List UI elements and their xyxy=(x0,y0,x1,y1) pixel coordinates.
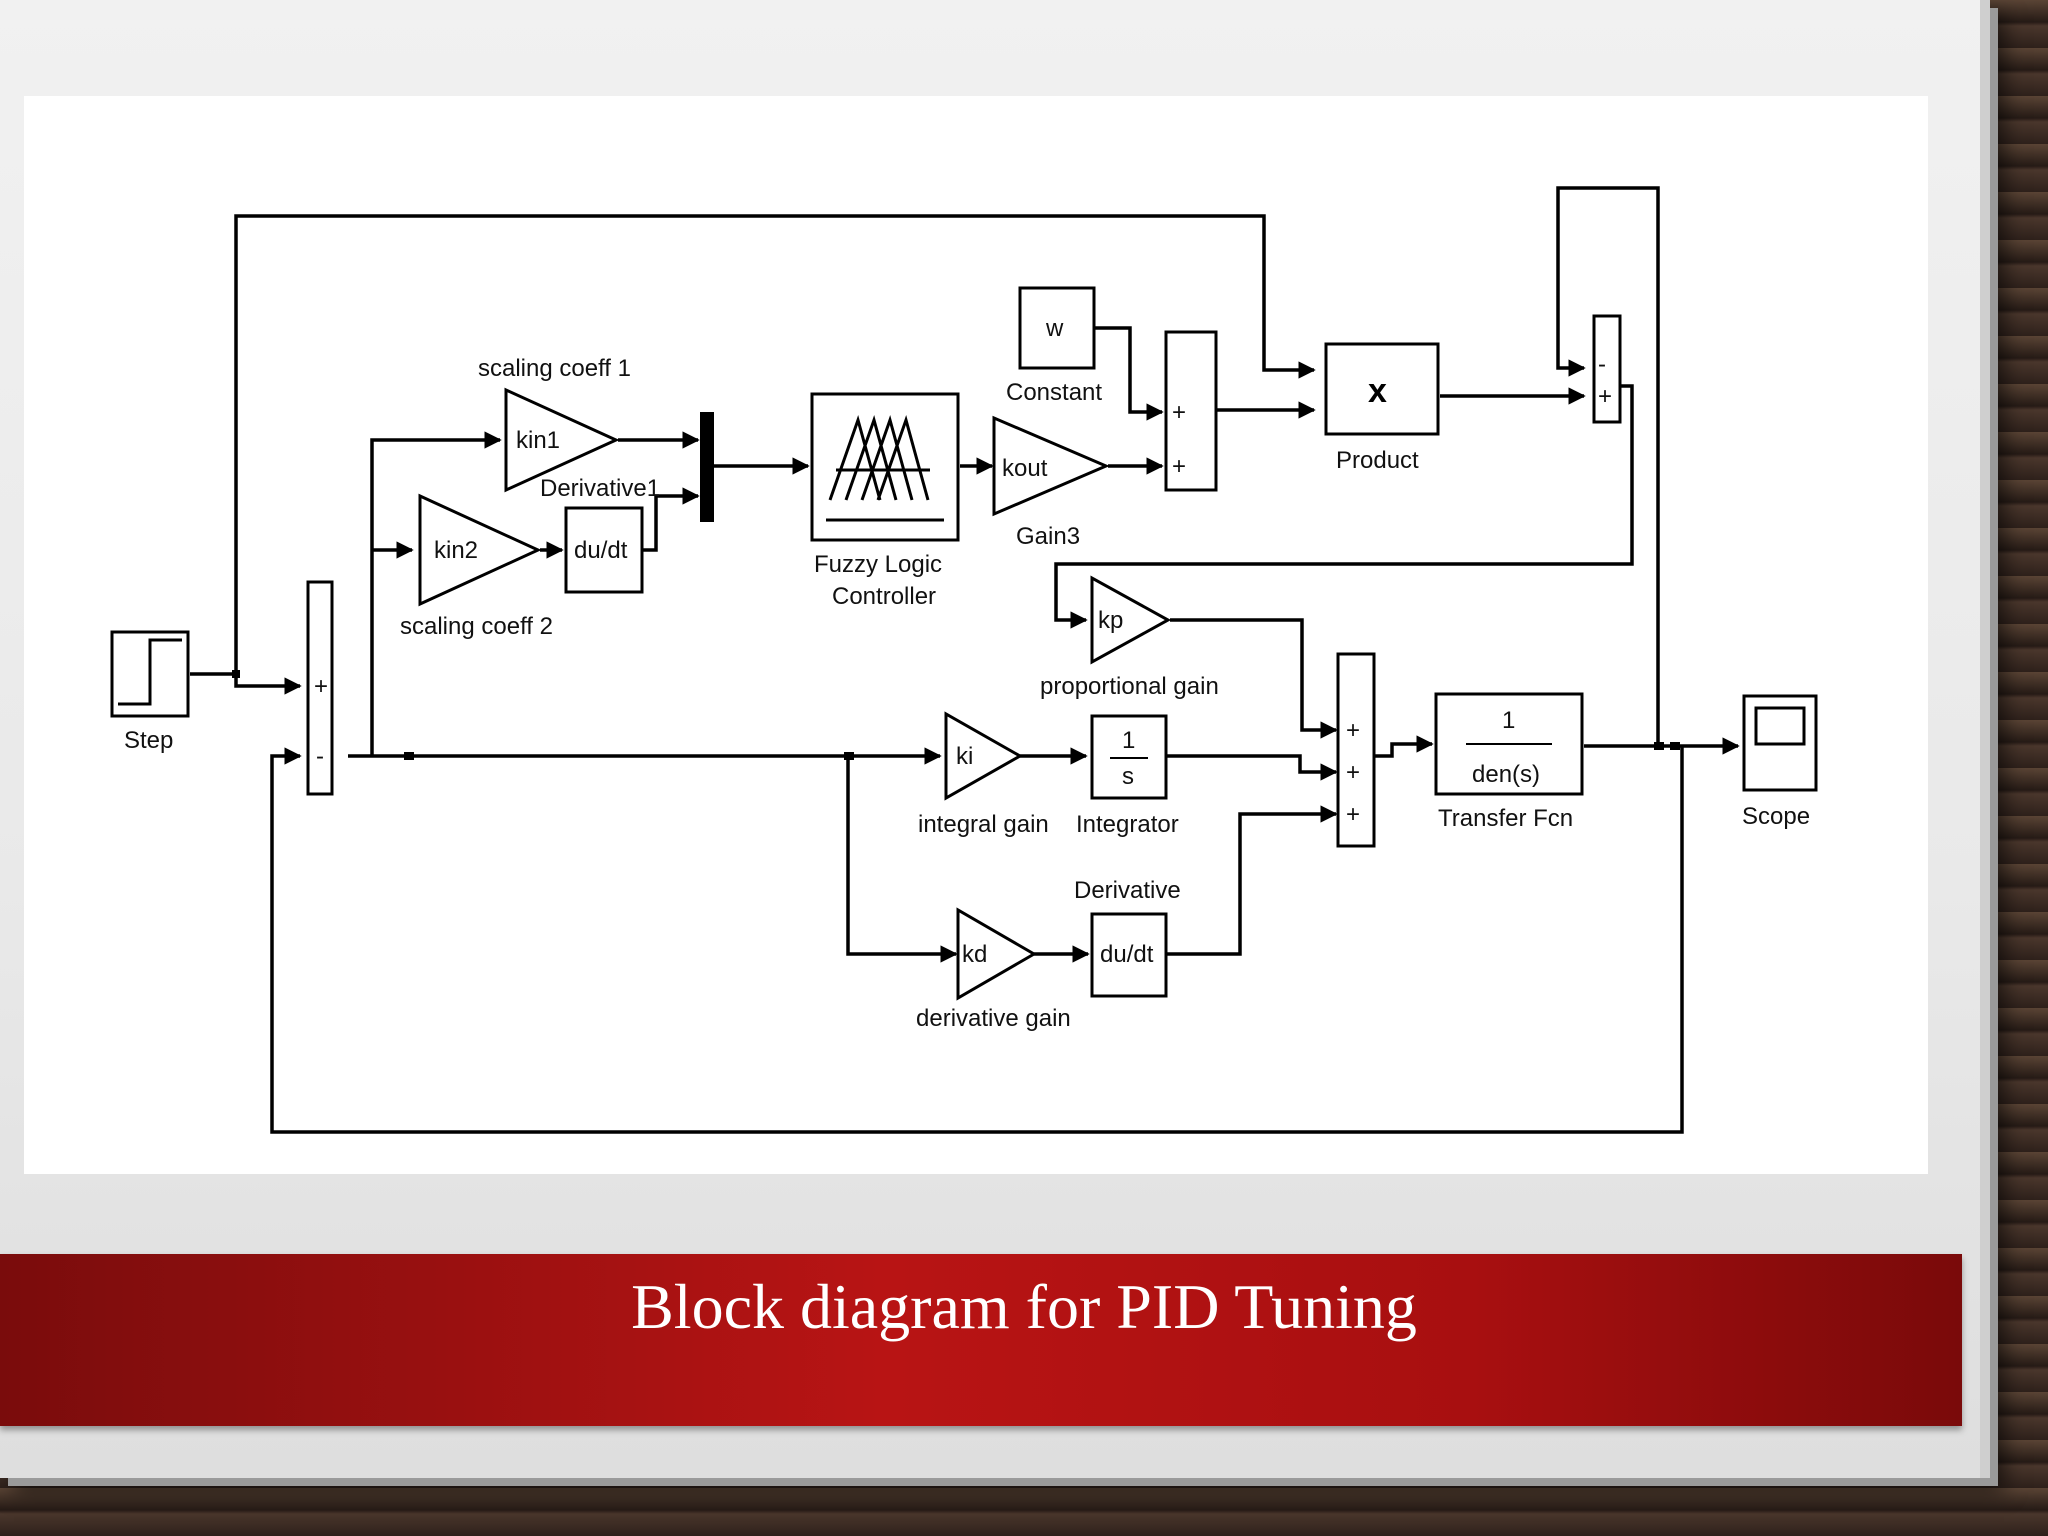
transfer-fcn-label: Transfer Fcn xyxy=(1438,805,1573,832)
fuzzy-label-line1: Fuzzy Logic xyxy=(814,551,942,578)
gain3-block[interactable] xyxy=(992,415,1110,517)
fuzzy-label-line2: Controller xyxy=(832,583,936,610)
transfer-fcn-denominator: den(s) xyxy=(1472,761,1540,788)
constant-label: Constant xyxy=(1006,379,1102,406)
sum1-plus: + xyxy=(314,673,328,700)
sum4-plus-1: + xyxy=(1346,717,1360,744)
derivative1-text: du/dt xyxy=(574,537,628,564)
kout-label: kout xyxy=(1002,455,1048,482)
step-label: Step xyxy=(124,727,173,754)
wires xyxy=(190,186,1740,1134)
kd-label: kd xyxy=(962,941,987,968)
sum4-plus-3: + xyxy=(1346,801,1360,828)
kin1-gain-block[interactable] xyxy=(504,387,620,493)
kd-gain-block[interactable] xyxy=(956,907,1037,1001)
derivative-label: Derivative xyxy=(1074,877,1181,904)
proportional-gain-label: proportional gain xyxy=(1040,673,1219,700)
derivative-text: du/dt xyxy=(1100,941,1154,968)
sum3-plus: + xyxy=(1598,383,1612,410)
integrator-label: Integrator xyxy=(1076,811,1179,838)
fuzzy-logic-controller-block[interactable] xyxy=(810,392,960,542)
transfer-fcn-block[interactable] xyxy=(1434,692,1584,796)
gain3-label: Gain3 xyxy=(1016,523,1080,550)
sum3-block[interactable] xyxy=(1592,314,1622,424)
derivative-block[interactable] xyxy=(1090,912,1168,998)
scope-screen-icon xyxy=(1754,706,1806,746)
scope-block[interactable] xyxy=(1742,694,1818,792)
kp-gain-block[interactable] xyxy=(1090,575,1172,665)
kin1-label: kin1 xyxy=(516,427,560,454)
kp-label: kp xyxy=(1098,607,1123,634)
sum2-block[interactable] xyxy=(1164,330,1218,492)
integrator-block[interactable] xyxy=(1090,714,1168,800)
slide-edge xyxy=(1980,0,1990,1478)
ki-label: ki xyxy=(956,743,973,770)
product-symbol: x xyxy=(1368,372,1387,410)
sum1-block[interactable] xyxy=(306,580,334,796)
slide-title: Block diagram for PID Tuning xyxy=(631,1271,1417,1342)
title-banner xyxy=(0,1254,1962,1426)
step-block[interactable] xyxy=(110,630,190,718)
sum2-plus-1: + xyxy=(1172,399,1186,426)
product-block[interactable] xyxy=(1324,342,1440,436)
ki-gain-block[interactable] xyxy=(944,711,1024,801)
sum1-minus: - xyxy=(316,743,324,770)
transfer-fcn-numerator: 1 xyxy=(1502,707,1515,734)
scaling-coeff-1-label: scaling coeff 1 xyxy=(478,355,631,382)
integrator-numerator: 1 xyxy=(1122,727,1135,754)
scaling-coeff-2-label: scaling coeff 2 xyxy=(400,613,553,640)
constant-block[interactable] xyxy=(1018,286,1096,370)
kin2-label: kin2 xyxy=(434,537,478,564)
kin2-gain-block[interactable] xyxy=(418,493,542,607)
integral-gain-label: integral gain xyxy=(918,811,1049,838)
sum2-plus-2: + xyxy=(1172,453,1186,480)
sum3-minus: - xyxy=(1598,351,1606,378)
sum4-block[interactable] xyxy=(1336,652,1376,848)
derivative-gain-label: derivative gain xyxy=(916,1005,1071,1032)
diagram-panel xyxy=(24,96,1928,1174)
constant-value: w xyxy=(1045,315,1064,342)
sum4-plus-2: + xyxy=(1346,759,1360,786)
product-label: Product xyxy=(1336,447,1419,474)
derivative1-block[interactable] xyxy=(564,506,644,594)
scope-label: Scope xyxy=(1742,803,1810,830)
mux-block[interactable] xyxy=(700,412,714,522)
derivative1-label: Derivative1 xyxy=(540,475,660,502)
integrator-denominator: s xyxy=(1122,763,1134,790)
membership-functions-icon xyxy=(826,414,944,522)
